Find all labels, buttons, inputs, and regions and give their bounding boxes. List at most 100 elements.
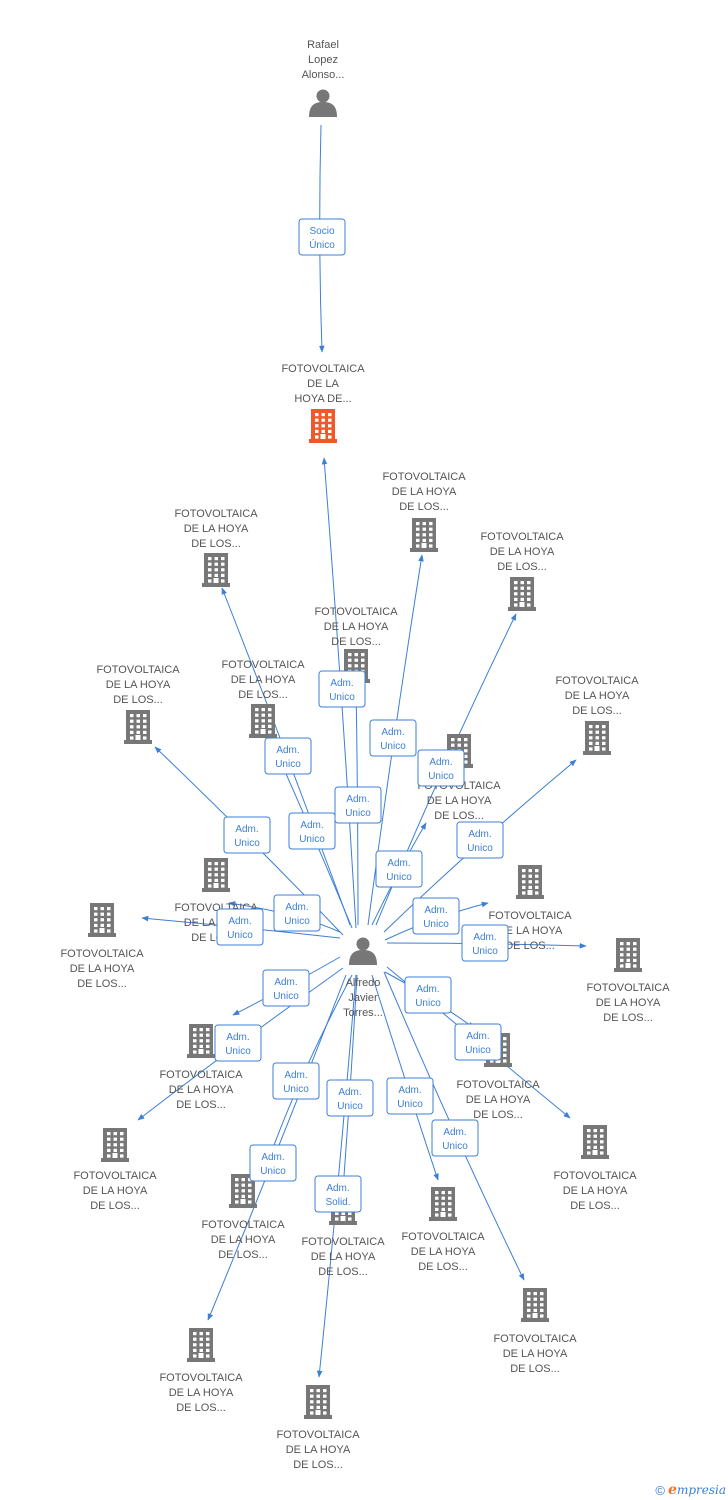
- edge-label-text: Adm.: [443, 1127, 466, 1138]
- node-label-line: DE LA HOYA: [596, 997, 661, 1009]
- edge-label-c12[interactable]: Adm.Unico: [461, 924, 509, 962]
- edge-label-c7[interactable]: Adm.Unico: [456, 821, 504, 859]
- edge-label-box[interactable]: [461, 924, 509, 962]
- building-window: [527, 586, 531, 590]
- edge-label-box[interactable]: [318, 670, 366, 708]
- node-label-line: DE LOS...: [572, 705, 622, 717]
- edge-label-c20[interactable]: Adm.Unico: [431, 1119, 479, 1157]
- building-window: [589, 747, 593, 751]
- building-window: [221, 878, 225, 882]
- edge-label-box[interactable]: [288, 812, 336, 850]
- building-window: [589, 736, 593, 740]
- edge-label-c16[interactable]: Adm.Unico: [454, 1023, 502, 1061]
- building-window: [120, 1137, 124, 1141]
- building-window: [527, 1308, 531, 1312]
- edge-label-box[interactable]: [454, 1023, 502, 1061]
- edge-label-c6[interactable]: Adm.Unico: [288, 812, 336, 850]
- edge-label-c2[interactable]: Adm.Unico: [369, 719, 417, 757]
- person-node-rafael[interactable]: RafaelLopezAlonso...: [302, 39, 345, 117]
- edge-label-box[interactable]: [314, 1175, 362, 1213]
- building-window: [199, 1337, 203, 1341]
- edge-label-c8[interactable]: Adm.Unico: [375, 850, 423, 888]
- edge-label-focus[interactable]: Adm.Unico: [318, 670, 366, 708]
- building-door: [198, 1049, 204, 1054]
- edge-label-box[interactable]: [375, 850, 423, 888]
- edge-label-c11[interactable]: Adm.Unico: [216, 908, 264, 946]
- edge-label-c1[interactable]: Adm.Unico: [264, 737, 312, 775]
- edge-label-box[interactable]: [273, 894, 321, 932]
- edge-label-box[interactable]: [262, 969, 310, 1007]
- building-window: [429, 522, 433, 526]
- edge-label-c18[interactable]: Adm.Unico: [326, 1079, 374, 1117]
- edge-label-c19[interactable]: Adm.Unico: [386, 1077, 434, 1115]
- building-window: [514, 581, 518, 585]
- node-label-line: DE LA HOYA: [211, 1234, 276, 1246]
- node-label-line: FOTOVOLTAICA: [276, 1429, 360, 1441]
- edge-label-box[interactable]: [272, 1062, 320, 1100]
- edge-label-box[interactable]: [326, 1079, 374, 1117]
- edge-label-c4[interactable]: Adm.Unico: [334, 786, 382, 824]
- edge-label-text: Unico: [283, 1084, 309, 1095]
- person-node-alfredo[interactable]: AlfredoJavierTorres...: [343, 937, 383, 1020]
- edge-label-text: Unico: [234, 838, 260, 849]
- building-window: [136, 730, 140, 734]
- edge-label-text: Adm.: [235, 824, 258, 835]
- building-base: [124, 740, 152, 744]
- edge-label-box[interactable]: [334, 786, 382, 824]
- building-window: [107, 912, 111, 916]
- edge-label-c22[interactable]: Adm.Solid.: [314, 1175, 362, 1213]
- building-window: [199, 1028, 203, 1032]
- edge-label-c10[interactable]: Adm.Unico: [412, 897, 460, 935]
- edge-label-box[interactable]: [216, 908, 264, 946]
- edge-label-box[interactable]: [386, 1077, 434, 1115]
- edge-label-box[interactable]: [456, 821, 504, 859]
- building-window: [328, 429, 332, 433]
- edge-label-c13[interactable]: Adm.Unico: [262, 969, 310, 1007]
- building-window: [527, 1314, 531, 1318]
- edge-label-c15[interactable]: Adm.Unico: [214, 1024, 262, 1062]
- edge-label-c21[interactable]: Adm.Unico: [249, 1144, 297, 1182]
- edge-label-c3[interactable]: Adm.Unico: [417, 749, 465, 787]
- building-window: [241, 1183, 245, 1187]
- edge-label-box[interactable]: [223, 816, 271, 854]
- edge-label-box[interactable]: [249, 1144, 297, 1182]
- brand-logo-initial: e: [668, 1482, 677, 1498]
- edge-label-box[interactable]: [298, 218, 346, 256]
- building-window: [593, 1145, 597, 1149]
- edge-label-c14[interactable]: Adm.Unico: [404, 976, 452, 1014]
- edge-label-box[interactable]: [417, 749, 465, 787]
- edge-label-box[interactable]: [264, 737, 312, 775]
- building-base: [304, 1415, 332, 1419]
- edge-label-c17[interactable]: Adm.Unico: [272, 1062, 320, 1100]
- edge-label-box[interactable]: [369, 719, 417, 757]
- edge-label-box[interactable]: [431, 1119, 479, 1157]
- edge-label-c5[interactable]: Adm. Unico: [223, 816, 271, 854]
- edge-label-c9[interactable]: Adm.Unico: [273, 894, 321, 932]
- building-window: [626, 942, 630, 946]
- building-window: [94, 923, 98, 927]
- edge-label-box[interactable]: [412, 897, 460, 935]
- edge-label-box[interactable]: [404, 976, 452, 1014]
- edge-label-box[interactable]: [214, 1024, 262, 1062]
